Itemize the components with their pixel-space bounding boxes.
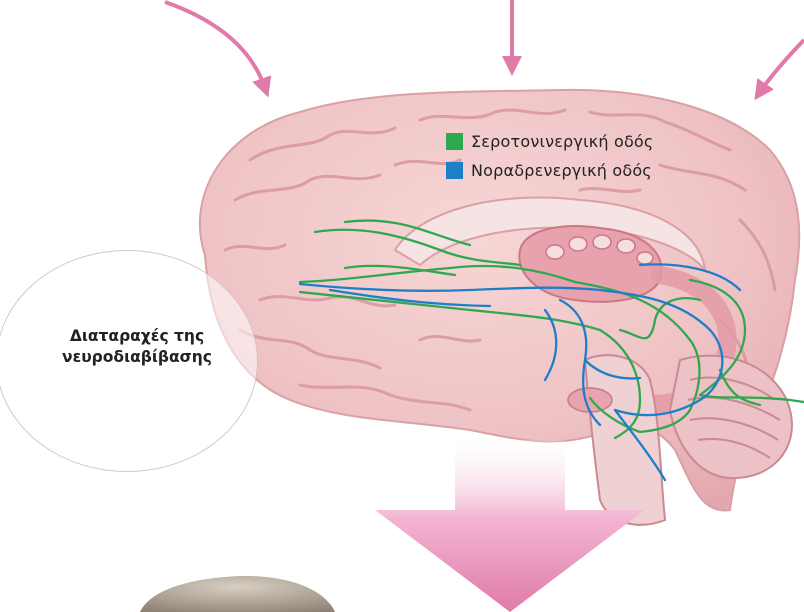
circle-label-line2: νευροδιαβίβασης <box>62 347 212 368</box>
person-head-icon <box>140 576 335 612</box>
legend: Σεροτονινεργική οδός Νοραδρενεργική οδός <box>446 132 654 180</box>
circle-label-line1: Διαταραχές της <box>62 326 212 347</box>
noradrenaline-swatch <box>446 162 463 179</box>
legend-item-serotonin: Σεροτονινεργική οδός <box>446 132 654 151</box>
legend-label-noradrenaline: Νοραδρενεργική οδός <box>471 161 652 180</box>
arrow-left <box>165 2 265 88</box>
serotonin-swatch <box>446 133 463 150</box>
arrow-right <box>760 40 804 92</box>
circle-label: Διαταραχές της νευροδιαβίβασης <box>62 326 212 368</box>
neurotransmission-circle: Διαταραχές της νευροδιαβίβασης <box>0 250 258 472</box>
legend-label-serotonin: Σεροτονινεργική οδός <box>471 132 654 151</box>
legend-item-noradrenaline: Νοραδρενεργική οδός <box>446 161 654 180</box>
